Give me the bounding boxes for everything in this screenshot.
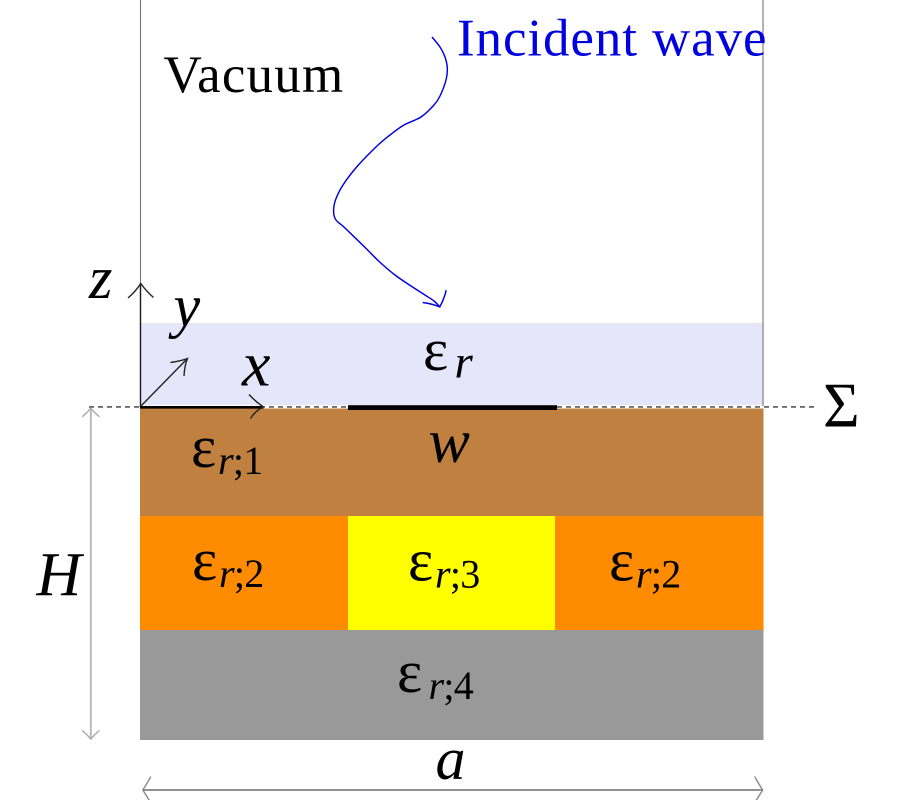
svg-text:a: a bbox=[436, 726, 466, 792]
svg-text:ε: ε bbox=[408, 528, 433, 594]
svg-text:ε: ε bbox=[397, 639, 422, 705]
svg-text:ε: ε bbox=[192, 527, 217, 593]
svg-text:r;2: r;2 bbox=[219, 551, 264, 596]
svg-text:w: w bbox=[429, 408, 470, 476]
svg-text:Vacuum: Vacuum bbox=[164, 46, 345, 104]
svg-text:r: r bbox=[455, 337, 474, 389]
svg-text:r;4: r;4 bbox=[429, 663, 474, 708]
svg-text:r;3: r;3 bbox=[435, 552, 480, 597]
svg-text:y: y bbox=[168, 273, 201, 339]
svg-text:ε: ε bbox=[423, 317, 448, 383]
svg-text:ε: ε bbox=[609, 528, 634, 594]
svg-text:z: z bbox=[88, 245, 112, 311]
svg-text:H: H bbox=[36, 541, 85, 609]
svg-text:x: x bbox=[241, 329, 270, 400]
svg-text:Σ: Σ bbox=[823, 371, 860, 441]
svg-text:r;2: r;2 bbox=[636, 552, 681, 597]
svg-text:ε: ε bbox=[191, 414, 216, 480]
svg-text:r;1: r;1 bbox=[218, 438, 263, 483]
svg-text:Incident wave: Incident wave bbox=[457, 9, 767, 67]
